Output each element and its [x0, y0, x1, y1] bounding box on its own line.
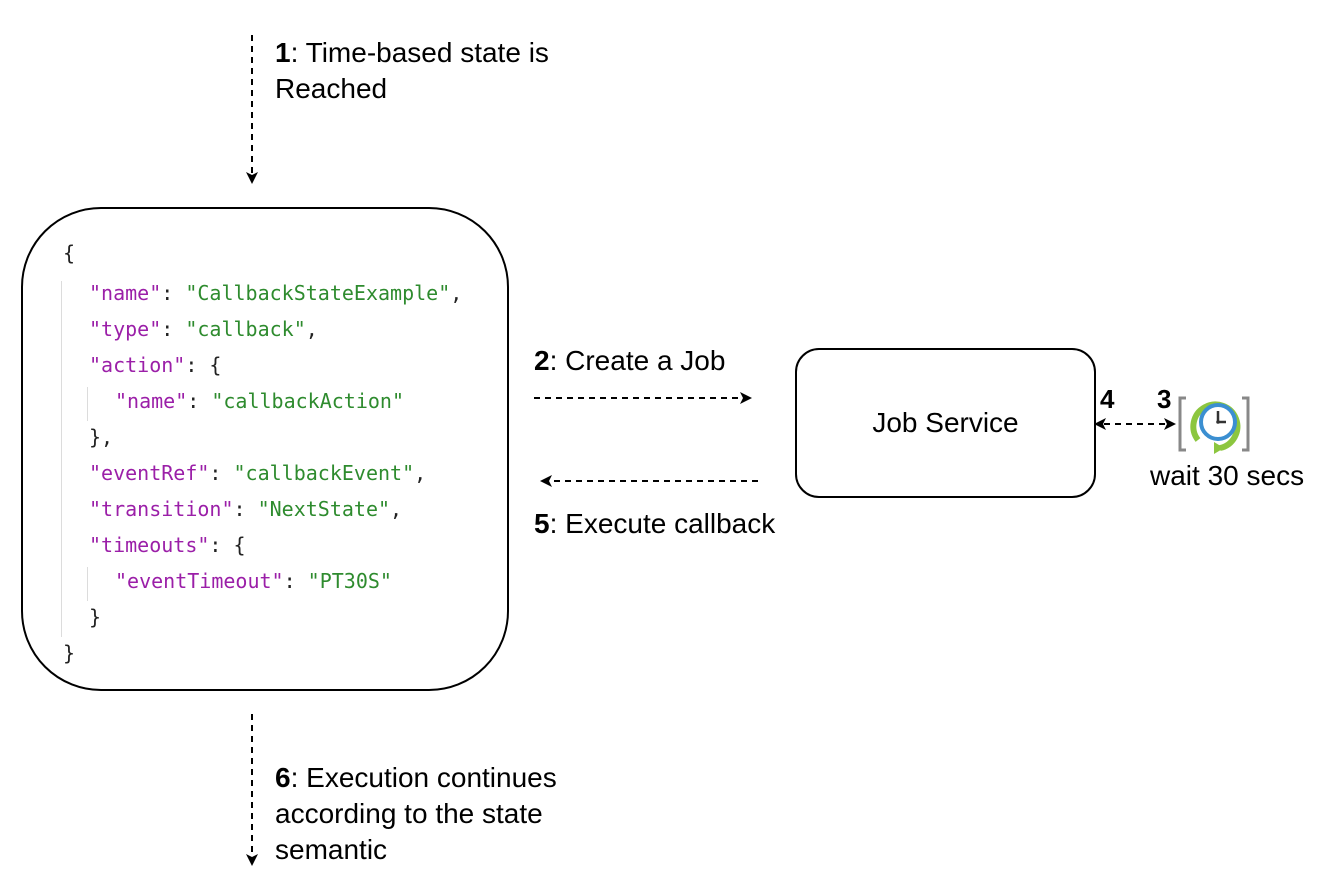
indent-guide	[87, 387, 88, 421]
step-2-label: 2: Create a Job	[534, 343, 725, 379]
code-key: "timeouts"	[89, 533, 210, 557]
code-key: "name"	[115, 389, 188, 413]
step-number: 2	[534, 345, 550, 376]
step-number: 1	[275, 37, 291, 68]
code-brace: }	[89, 605, 102, 629]
step-text: : Execution continues	[290, 762, 557, 793]
code-key: "name"	[89, 281, 162, 305]
code-brace: },	[89, 425, 114, 449]
clock-icon	[1178, 396, 1250, 454]
code-value: "NextState"	[257, 497, 391, 521]
step-number: 6	[275, 762, 291, 793]
code-value: "PT30S"	[307, 569, 392, 593]
step-text-cont: semantic	[275, 834, 388, 865]
code-value: "callbackAction"	[211, 389, 404, 413]
code-key: "eventTimeout"	[115, 569, 284, 593]
step-text-cont: according to the state	[275, 798, 543, 829]
code-key: "eventRef"	[89, 461, 210, 485]
step-text: : Create a Job	[549, 345, 726, 376]
code-key: "type"	[89, 317, 162, 341]
step-6-label: 6: Execution continues according to the …	[275, 760, 557, 868]
step-text-cont: Reached	[275, 73, 388, 104]
code-key: "action"	[89, 353, 186, 377]
json-code: { "name": "CallbackStateExample", "type"…	[61, 241, 463, 665]
callback-state-json-box: { "name": "CallbackStateExample", "type"…	[21, 207, 509, 691]
step-text: : Time-based state is	[290, 37, 549, 68]
indent-guide	[87, 567, 88, 601]
timer-label: wait 30 secs	[1150, 460, 1305, 491]
job-service-box: Job Service	[795, 348, 1096, 498]
step-text: : Execute callback	[549, 508, 776, 539]
code-value: "callback"	[185, 317, 306, 341]
step-4-number: 4	[1100, 384, 1115, 414]
code-key: "transition"	[89, 497, 234, 521]
code-value: "callbackEvent"	[233, 461, 415, 485]
step-number: 5	[534, 508, 550, 539]
step-5-label: 5: Execute callback	[534, 506, 775, 542]
step-3-number: 3	[1157, 384, 1172, 414]
indent-guide	[61, 281, 62, 637]
code-value: "CallbackStateExample"	[185, 281, 451, 305]
job-service-label: Job Service	[872, 407, 1019, 438]
step-1-label: 1: Time-based state is Reached	[275, 35, 549, 107]
code-brace: }	[63, 641, 76, 665]
code-brace: {	[63, 241, 76, 265]
